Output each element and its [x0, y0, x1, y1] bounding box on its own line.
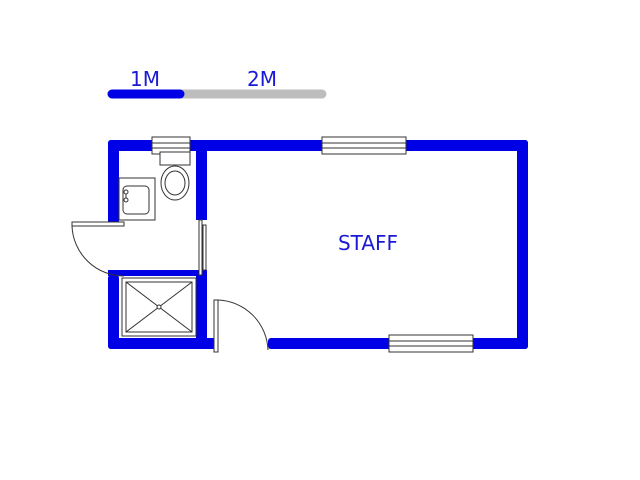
- shower-icon: [121, 277, 197, 337]
- door-bottom: [213, 299, 269, 353]
- door-interior: [198, 219, 207, 276]
- doors: [71, 219, 269, 353]
- scale-label-1m: 1M: [130, 67, 160, 91]
- wall-bottom-left: [108, 338, 216, 349]
- toilet-icon: [159, 151, 191, 201]
- wall-right: [517, 140, 528, 349]
- scale-bar: 1M 2M: [107, 67, 327, 99]
- door-left: [71, 221, 125, 277]
- wall-partition-upper: [196, 140, 207, 220]
- window-bathroom: [151, 136, 191, 155]
- wall-top: [108, 140, 528, 151]
- room-label-staff: STAFF: [338, 231, 398, 255]
- scale-label-2m: 2M: [247, 67, 277, 91]
- wall-left-upper: [108, 140, 119, 225]
- fixtures: [118, 151, 197, 337]
- wall-partition-lower: [196, 275, 207, 345]
- wall-left-lower: [108, 275, 119, 349]
- window-top: [321, 136, 407, 155]
- window-bottom: [388, 334, 474, 353]
- basin-icon: [118, 177, 156, 221]
- wall-bath-divider: [108, 270, 207, 276]
- windows: [151, 136, 474, 353]
